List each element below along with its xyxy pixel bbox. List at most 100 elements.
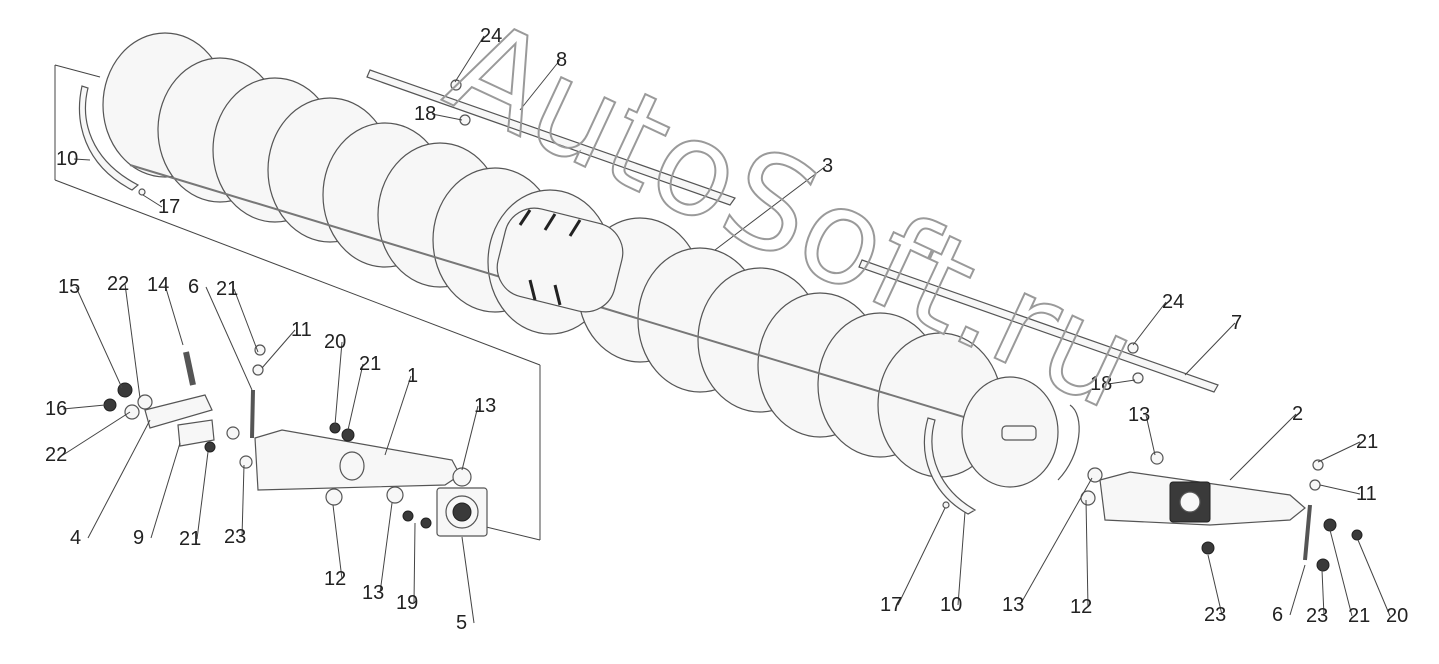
part-number-10: 10 — [56, 148, 78, 170]
leader-line — [87, 419, 151, 539]
leader-line — [714, 165, 827, 251]
leader-line — [431, 113, 463, 121]
pin-fastener — [942, 501, 950, 509]
leader-line — [379, 502, 393, 594]
right-bracket — [1099, 471, 1306, 526]
leader-line — [1207, 554, 1223, 616]
leader-line — [62, 404, 106, 410]
right-hub-stub — [1001, 425, 1037, 441]
leader-line — [124, 283, 141, 399]
leader-line — [75, 286, 123, 389]
finger-tube — [496, 207, 624, 313]
part-number-8: 8 — [556, 49, 567, 71]
part-number-4: 4 — [70, 527, 81, 549]
washer-fastener — [137, 394, 153, 410]
nut-fastener — [117, 382, 133, 398]
part-number-11: 11 — [1356, 483, 1377, 505]
leader-line — [1132, 301, 1167, 346]
nut-fastener — [420, 517, 432, 529]
leader-line — [1184, 322, 1236, 376]
part-number-16: 16 — [45, 398, 67, 420]
bolt-fastener — [1127, 342, 1139, 354]
leader-line — [205, 286, 253, 391]
part-number-23: 23 — [1204, 604, 1226, 626]
leader-line — [73, 158, 91, 161]
part-number-10: 10 — [940, 594, 962, 616]
leader-line — [1329, 529, 1353, 617]
leader-line — [1317, 441, 1361, 463]
washer-fastener — [452, 467, 472, 487]
leader-line — [454, 35, 485, 83]
leader-line — [347, 363, 364, 431]
nut-fastener — [1351, 529, 1363, 541]
sleeve-fastener — [1309, 479, 1321, 491]
leader-line — [957, 511, 966, 606]
part-number-24: 24 — [480, 25, 502, 47]
leader-line — [1357, 539, 1391, 617]
part-number-20: 20 — [1386, 605, 1408, 627]
leader-lines — [62, 35, 1391, 624]
part-number-18: 18 — [414, 103, 436, 125]
leader-line — [241, 464, 245, 538]
washer-fastener — [239, 455, 253, 469]
part-number-21: 21 — [1348, 605, 1370, 627]
part-number-5: 5 — [456, 612, 467, 634]
leader-line — [334, 341, 343, 426]
part-number-23: 23 — [224, 526, 246, 548]
leader-line — [62, 411, 131, 456]
leader-line — [261, 329, 296, 369]
leader-line — [196, 451, 209, 540]
part-number-2: 2 — [1292, 403, 1303, 425]
part-number-13: 13 — [1128, 404, 1150, 426]
leader-line — [150, 442, 181, 539]
leader-line — [1085, 499, 1089, 608]
sleeve-fastener — [252, 364, 264, 376]
part-number-6: 6 — [1272, 604, 1283, 626]
nut-fastener — [402, 510, 414, 522]
leader-line — [1229, 413, 1297, 481]
part-number-21: 21 — [216, 278, 238, 300]
left-end-scraper — [78, 85, 140, 191]
leader-line — [1289, 564, 1306, 616]
nut-fastener — [1316, 558, 1330, 572]
frame-lines — [54, 64, 541, 541]
leader-line — [1107, 379, 1136, 385]
leader-line — [897, 507, 946, 606]
bolt-fastener — [1132, 372, 1144, 384]
left-bearing-housing — [436, 487, 488, 537]
leader-line — [332, 504, 343, 580]
part-number-24: 24 — [1162, 291, 1184, 313]
leader-line — [1145, 414, 1156, 456]
leader-line — [1319, 484, 1361, 495]
part-number-13: 13 — [474, 395, 496, 417]
scraper-bar-upper — [366, 69, 736, 206]
part-number-19: 19 — [396, 592, 418, 614]
nut-fastener — [103, 398, 117, 412]
nut-fastener — [341, 428, 355, 442]
leader-line — [1321, 569, 1325, 617]
part-number-17: 17 — [158, 196, 180, 218]
right-end-scraper — [923, 404, 1080, 515]
part-number-22: 22 — [45, 444, 67, 466]
pin-fastener — [1303, 504, 1312, 561]
part-number-9: 9 — [133, 527, 144, 549]
part-number-21: 21 — [359, 353, 381, 375]
left-tensioner-link — [144, 394, 215, 447]
scraper-bar-lower — [858, 259, 1219, 393]
part-number-7: 7 — [1231, 312, 1242, 334]
washer-fastener — [226, 426, 240, 440]
part-number-20: 20 — [324, 331, 346, 353]
bolt-fastener — [183, 351, 196, 386]
nut-fastener — [1201, 541, 1215, 555]
nut-fastener — [204, 441, 216, 453]
leader-line — [461, 536, 475, 624]
washer-fastener — [325, 488, 343, 506]
part-number-21: 21 — [179, 528, 201, 550]
leader-line — [1019, 477, 1093, 606]
leader-line — [413, 522, 416, 604]
pin-fastener — [138, 188, 146, 196]
part-number-3: 3 — [822, 155, 833, 177]
washer-fastener — [1150, 451, 1164, 465]
sleeve-fastener — [1312, 459, 1324, 471]
